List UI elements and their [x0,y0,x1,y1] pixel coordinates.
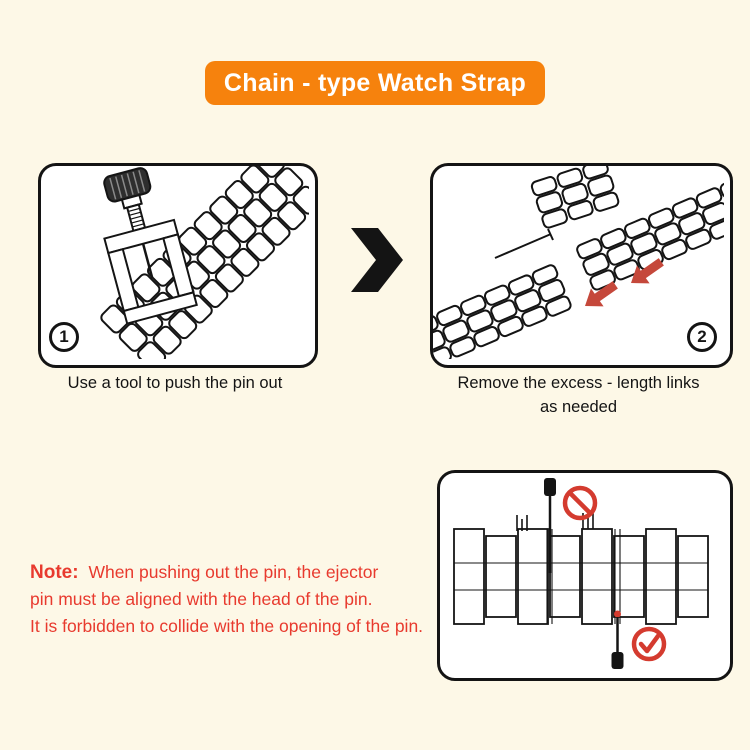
check-icon [631,626,667,662]
pin-alignment-illustration [453,478,709,669]
step2-caption: Remove the excess - length links as need… [457,374,700,416]
note-text: Note: When pushing out the pin, the ejec… [30,559,454,640]
remove-links-illustration [433,166,724,359]
title-banner: Chain - type Watch Strap [205,61,545,105]
band-section-left [433,262,574,359]
step2-panel: 2 [430,163,733,368]
push-pin-illustration [98,166,309,359]
link-remover-tool [103,167,198,325]
top-ejector-pin [544,478,556,573]
page-title: Chain - type Watch Strap [223,68,527,97]
band-inner-lines [454,529,708,624]
note-line1: When pushing out the pin, the ejector [88,561,379,582]
step1-caption: Use a tool to push the pin out [67,374,283,392]
prohibition-icon [562,485,598,521]
step1-number: 1 [59,327,69,346]
note-label: Note: [30,561,79,583]
chevron-right-icon [351,228,403,292]
step2-number-badge: 2 [687,322,717,352]
bottom-ejector-pin [611,610,624,669]
band-closeup [453,528,709,625]
step1-number-badge: 1 [49,322,79,352]
removed-links-piece [529,166,621,230]
alignment-detail-panel [437,470,733,681]
step1-panel: 1 [38,163,318,368]
note-line3: It is forbidden to collide with the open… [30,615,424,636]
loose-pin [494,228,554,259]
note-line2: pin must be aligned with the head of the… [30,588,373,609]
step2-number: 2 [697,327,707,346]
